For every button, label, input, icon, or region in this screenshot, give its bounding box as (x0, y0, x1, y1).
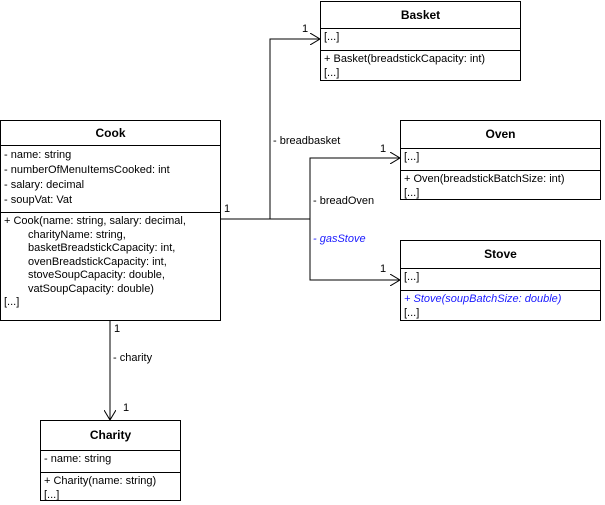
gasstove-line (309, 219, 400, 280)
breadbasket-source-multiplicity: 1 (224, 203, 231, 215)
cook-op-6: [...] (4, 296, 20, 308)
stove-attributes: [...] (401, 268, 600, 290)
gasstove-target-multiplicity: 1 (380, 263, 387, 275)
gasstove-role-label: - gasStove (313, 233, 366, 245)
basket-class-name: Basket (400, 8, 441, 22)
stove-op-1: [...] (404, 307, 420, 319)
cook-op-3: ovenBreadstickCapacity: int, (28, 255, 167, 268)
breadbasket-role-label: - breadbasket (273, 135, 341, 147)
cook-op-4: stoveSoupCapacity: double, (28, 269, 165, 281)
basket-operations: + Basket(breadstickCapacity: int) [...] (321, 50, 520, 82)
oven-op-1: [...] (404, 187, 420, 199)
charity-op-1: [...] (44, 489, 60, 501)
basket-class[interactable]: Basket [...] + Basket(breadstickCapacity… (320, 1, 521, 81)
charity-operations: + Charity(name: string) [...] (41, 472, 180, 504)
basket-attributes: [...] (321, 28, 520, 50)
cook-operations: + Cook(name: string, salary: decimal, ch… (1, 212, 220, 312)
charity-op-0: + Charity(name: string) (44, 475, 157, 487)
basket-op-0: + Basket(breadstickCapacity: int) (324, 53, 486, 65)
breadoven-target-multiplicity: 1 (380, 143, 387, 155)
cook-op-5: vatSoupCapacity: double) (28, 282, 154, 295)
charity-class-name: Charity (89, 428, 132, 442)
oven-attr-0: [...] (404, 151, 420, 163)
stove-attr-0: [...] (404, 271, 420, 283)
breadbasket-line (220, 39, 320, 220)
breadbasket-target-multiplicity: 1 (302, 23, 309, 35)
oven-attributes: [...] (401, 148, 600, 170)
oven-class[interactable]: Oven [...] + Oven(breadstickBatchSize: i… (400, 120, 601, 200)
charity-target-multiplicity: 1 (123, 402, 130, 414)
stove-class[interactable]: Stove [...] + Stove(soupBatchSize: doubl… (400, 240, 601, 321)
stove-operations: + Stove(soupBatchSize: double) [...] (401, 290, 600, 322)
oven-operations: + Oven(breadstickBatchSize: int) [...] (401, 170, 600, 202)
cook-class-name: Cook (95, 126, 126, 140)
basket-op-1: [...] (324, 67, 340, 79)
oven-op-0: + Oven(breadstickBatchSize: int) (404, 173, 565, 185)
stove-op-0: + Stove(soupBatchSize: double) (404, 293, 562, 305)
cook-attributes: - name: string - numberOfMenuItemsCooked… (1, 145, 220, 212)
breadoven-line (270, 158, 400, 220)
cook-op-0: + Cook(name: string, salary: decimal, (4, 215, 186, 227)
basket-attr-0: [...] (324, 31, 340, 43)
cook-op-2: basketBreadstickCapacity: int, (28, 242, 176, 254)
charity-role-label: - charity (113, 352, 153, 364)
breadoven-role-label: - breadOven (313, 195, 375, 207)
stove-class-name: Stove (484, 247, 517, 261)
charity-class[interactable]: Charity - name: string + Charity(name: s… (40, 420, 181, 501)
cook-attr-1: - numberOfMenuItemsCooked: int (4, 164, 170, 176)
oven-class-name: Oven (485, 127, 516, 141)
charity-attributes: - name: string (41, 450, 180, 472)
cook-attr-0: - name: string (4, 149, 72, 161)
cook-attr-3: - soupVat: Vat (4, 194, 73, 206)
charity-attr-0: - name: string (44, 453, 112, 465)
cook-op-1: charityName: string, (28, 228, 126, 241)
cook-attr-2: - salary: decimal (4, 179, 85, 191)
cook-class[interactable]: Cook - name: string - numberOfMenuItemsC… (0, 120, 221, 321)
charity-source-multiplicity: 1 (114, 323, 121, 335)
